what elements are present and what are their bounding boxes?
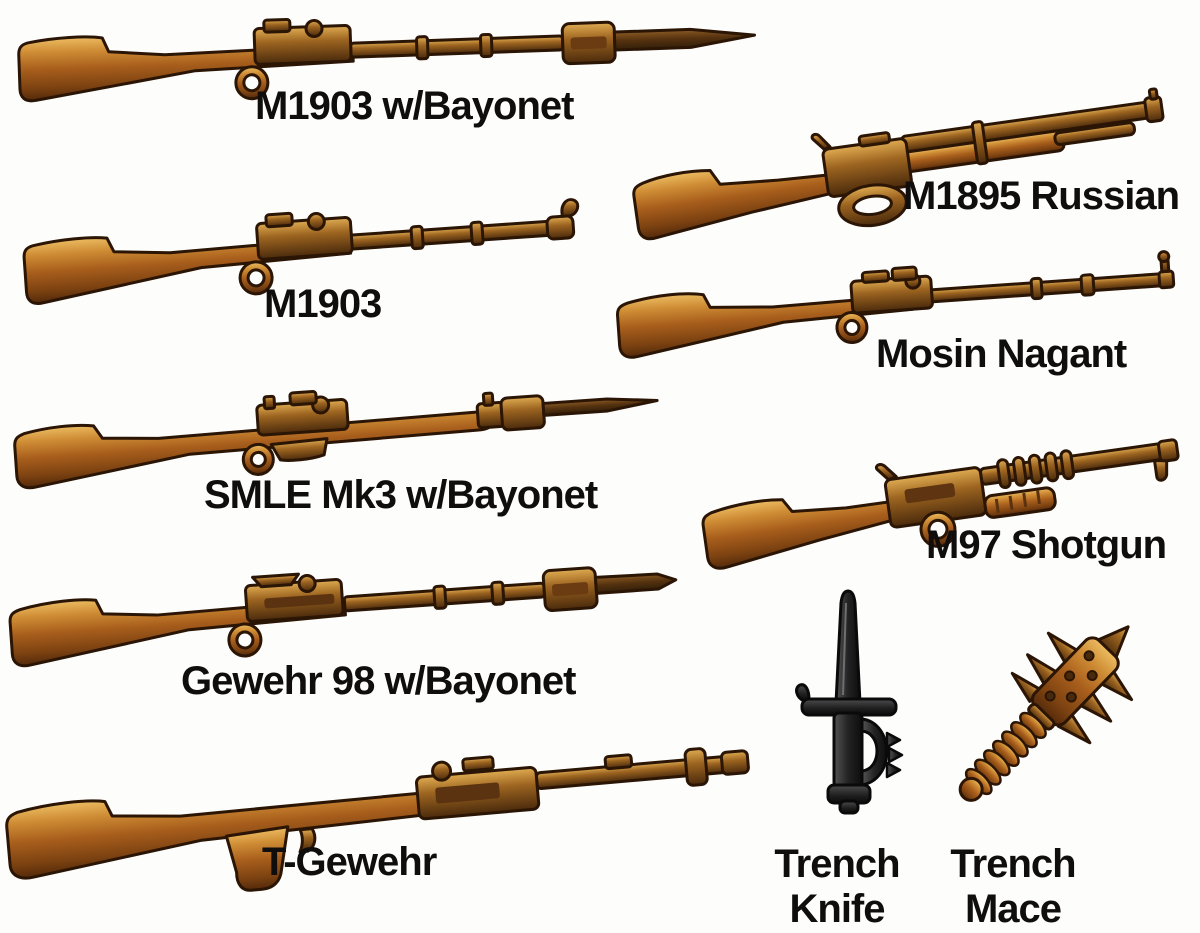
label-mosin-nagant: Mosin Nagant [876,332,1127,376]
label-m97-shotgun: M97 Shotgun [926,523,1167,567]
label-trench-mace-line2: Mace [964,886,1062,931]
mosin-nagant-rifle-image [612,248,1190,359]
label-m1903-bayonet: M1903 w/Bayonet [255,84,574,128]
m1895-russian-rifle-image [626,86,1188,241]
gewehr-98-bayonet-rifle-image [5,553,683,668]
m1903-bayonet-rifle-image [15,0,760,110]
label-t-gewehr: T-Gewehr [262,840,437,884]
label-trench-knife-line2: Knife [789,886,886,931]
trench-mace-image [945,598,1160,830]
label-trench-knife-line1: Trench [774,842,900,886]
trench-knife-image [788,585,910,820]
label-smle-mk3-bayonet: SMLE Mk3 w/Bayonet [204,473,598,517]
smle-mk3-bayonet-rifle-image [8,370,663,490]
label-trench-mace-line1: Trench [950,842,1076,886]
label-m1903: M1903 [264,282,382,326]
t-gewehr-rifle-image [0,735,755,933]
m97-shotgun-image [695,428,1195,570]
label-gewehr-98-bayonet: Gewehr 98 w/Bayonet [181,659,576,703]
label-m1895-russian: M1895 Russian [903,174,1180,218]
label-trench-mace: Trench Mace [938,842,1088,932]
m1903-rifle-image [20,196,600,305]
label-trench-knife: Trench Knife [762,842,912,932]
